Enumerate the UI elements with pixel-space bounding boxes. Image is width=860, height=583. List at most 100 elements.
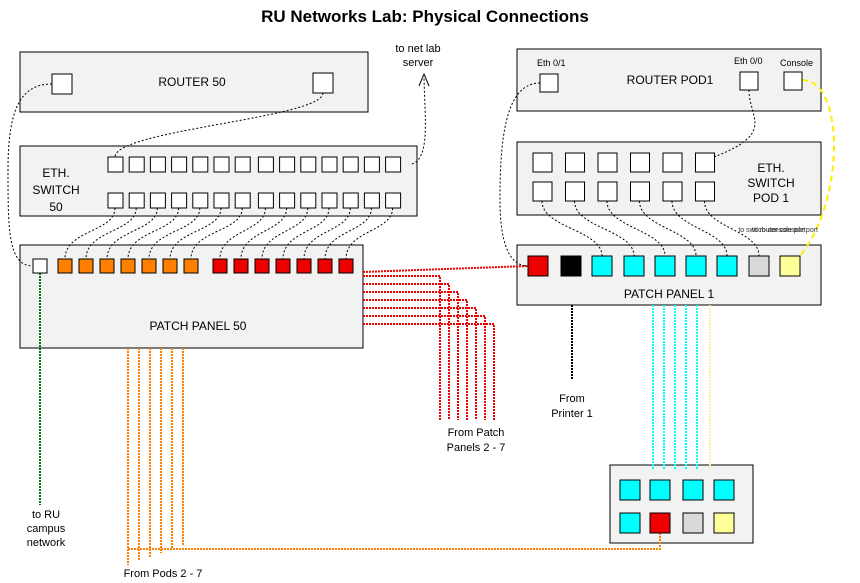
wire-switch50-to-patch50-orange [148, 207, 201, 260]
wire-switchpod1-to-patch1 [671, 200, 728, 257]
switch-pod1-label-line1: ETH. [757, 161, 784, 175]
router-pod1-port-eth00-label: Eth 0/0 [734, 56, 763, 66]
switch-50-port-bottom [257, 192, 274, 209]
router-pod1-port-console [783, 71, 803, 91]
patch-50-port-orange [141, 258, 157, 274]
patch-50-port-orange [99, 258, 115, 274]
router-pod1-port-eth01-label: Eth 0/1 [537, 58, 566, 68]
wire-switch50-to-netlab [411, 77, 426, 165]
switch-pod1-port-top [695, 152, 715, 173]
patch-50-port-red [254, 258, 270, 274]
switch-50-port-bottom [128, 192, 145, 209]
patch-50-port-red [338, 258, 354, 274]
wall-plate-port [682, 479, 704, 501]
note-from-printer-line1: From [559, 393, 585, 405]
wire-router50-to-switch50 [114, 92, 324, 158]
wire-switch50-to-patch50-red [345, 207, 394, 260]
switch-50-port-top [300, 156, 317, 173]
switch-50-port-top [363, 156, 380, 173]
patch-50-port-orange [78, 258, 94, 274]
wire-switch50-to-patch50-orange [127, 207, 180, 260]
note-net-lab-server-line1: to net lab [395, 43, 440, 55]
switch-50-port-bottom [192, 192, 209, 209]
wire-from-patch-panels [363, 275, 441, 420]
patch-1-port-black [560, 255, 582, 277]
switch-50-port-top [149, 156, 166, 173]
wire-patch50-to-patch1 [362, 265, 529, 273]
patch-1-port-cyan [685, 255, 707, 277]
switch-pod1-port-bottom [597, 181, 618, 202]
router-pod1-port-console-label: Console [780, 58, 813, 68]
note-ru-campus-line1: to RU [32, 509, 60, 521]
note-from-patch-panels-line1: From Patch [448, 427, 505, 439]
wall-plate-port [619, 512, 641, 534]
switch-50-port-top [213, 156, 230, 173]
switch-50-port-bottom [321, 192, 338, 209]
switch-50-port-bottom [342, 192, 359, 209]
switch-50-port-top [279, 156, 296, 173]
switch-50-port-bottom [107, 192, 124, 209]
wire-from-patch-panels [363, 283, 450, 420]
switch-50-label-line2: SWITCH [32, 183, 79, 197]
note-ru-campus-line3: network [27, 537, 66, 549]
wire-switch50-to-patch50-orange [85, 207, 137, 260]
router-50-port-right [312, 72, 334, 94]
patch-50-port-red [212, 258, 228, 274]
router-pod1-box [516, 48, 822, 112]
wire-switch50-to-patch50-orange [106, 207, 158, 260]
wire-switch50-to-patch50-red [303, 207, 351, 260]
note-ru-campus-line2: campus [27, 523, 66, 535]
wire-switch50-to-patch50-orange [64, 207, 116, 260]
switch-pod1-port-top [565, 152, 585, 173]
switch-50-port-top [192, 156, 209, 173]
wall-plate-port [713, 479, 735, 501]
wire-switch50-to-patch50-red [324, 207, 372, 260]
router-50-port-left [51, 73, 73, 95]
switch-50-port-bottom [171, 192, 188, 209]
note-net-lab-server-line2: server [403, 57, 434, 69]
wire-switchpod1-to-patch1 [574, 200, 635, 257]
wire-from-patch-panels [363, 299, 468, 420]
switch-50-port-top [171, 156, 188, 173]
switch-50-port-top [257, 156, 274, 173]
patch-1-port-cyan [591, 255, 613, 277]
patch-1-port-cyan [654, 255, 676, 277]
wire-switch50-to-patch50-red [240, 207, 288, 260]
switch-pod1-port-bottom [565, 181, 585, 202]
switch-pod1-port-bottom [630, 181, 650, 202]
note-switch-console-port: to switch console port [738, 227, 805, 234]
wire-switchpod1-to-patch1 [704, 200, 760, 257]
note-from-pods: From Pods 2 - 7 [124, 568, 203, 580]
switch-50-port-bottom [234, 192, 251, 209]
patch-50-port-orange [162, 258, 178, 274]
patch-panel-1-label: PATCH PANEL 1 [624, 287, 715, 301]
wire-switch50-to-patch50-orange [190, 207, 243, 260]
wire-console-yellow [799, 79, 835, 257]
wire-routerpod1-eth00 [699, 89, 756, 163]
wire-switchpod1-to-patch1 [606, 200, 666, 257]
switch-50-port-top [128, 156, 145, 173]
wire-from-patch-panels [363, 323, 495, 420]
switch-50-port-bottom [213, 192, 230, 209]
switch-pod1-port-bottom [532, 181, 553, 202]
switch-50-label-line1: ETH. [42, 166, 69, 180]
switch-50-port-bottom [300, 192, 317, 209]
patch-50-port-red [296, 258, 312, 274]
note-from-printer-line2: Printer 1 [551, 408, 593, 420]
switch-pod1-port-bottom [662, 181, 683, 202]
patch-50-port-uplink [32, 258, 48, 274]
patch-50-port-red [317, 258, 333, 274]
patch-panel-50-label: PATCH PANEL 50 [150, 319, 247, 333]
wire-from-patch-panels [363, 291, 459, 420]
patch-1-port-red [527, 255, 549, 277]
router-pod1-port-eth01 [539, 73, 559, 93]
wire-from-patch-panels [363, 307, 477, 420]
wall-plate-port [713, 512, 735, 534]
switch-pod1-port-top [597, 152, 618, 173]
patch-50-port-orange [183, 258, 199, 274]
switch-50-port-top [107, 156, 124, 173]
patch-1-port-cyan [716, 255, 738, 277]
wall-plate-port [649, 479, 671, 501]
router-pod1-label: ROUTER POD1 [627, 73, 714, 87]
wire-switchpod1-to-patch1 [541, 200, 603, 257]
